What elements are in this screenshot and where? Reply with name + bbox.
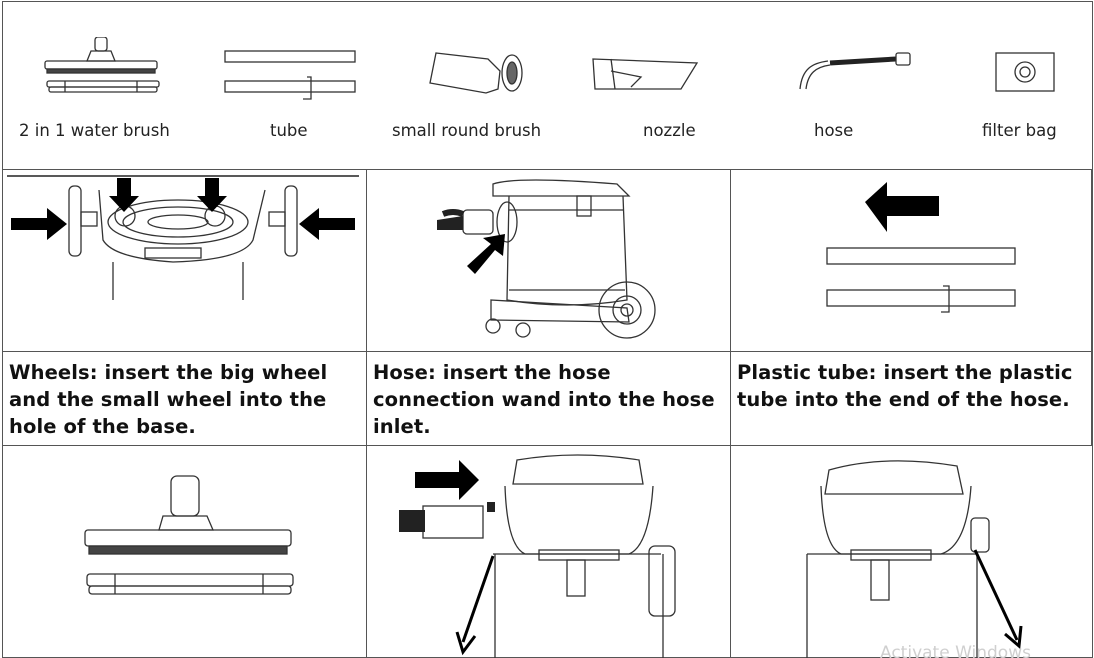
tube-icon [224, 50, 356, 100]
caption-cell-wheels: Wheels: insert the big wheel and the sma… [3, 352, 367, 446]
accessory-filter-bag: filter bag [968, 2, 1088, 170]
accessory-hose: hose [778, 2, 928, 170]
accessory-nozzle: nozzle [581, 2, 721, 170]
accessory-water-brush: 2 in 1 water brush [15, 2, 195, 170]
tube-diagram [826, 182, 1016, 313]
windows-watermark: Activate Windows [880, 643, 1031, 658]
step-image-tube-end [731, 446, 1092, 658]
accessory-label: 2 in 1 water brush [19, 121, 170, 140]
water-brush-icon [44, 37, 160, 93]
step-image-wheels [3, 170, 367, 352]
step-caption: Wheels: insert the big wheel and the sma… [9, 361, 328, 438]
step-caption: Plastic tube: insert the plastic tube in… [737, 361, 1073, 411]
hose-icon [799, 52, 911, 90]
round-brush-icon [429, 52, 523, 94]
tube-end-diagram [806, 460, 1023, 658]
step-image-tube [731, 170, 1092, 352]
accessory-label: filter bag [982, 121, 1057, 140]
accessory-label: hose [814, 121, 854, 140]
step-image-hose [367, 170, 731, 352]
accessory-tube: tube [213, 2, 363, 170]
accessory-label: small round brush [392, 121, 542, 140]
step-caption: Hose: insert the hose connection wand in… [373, 361, 715, 438]
nozzle-icon [592, 58, 699, 90]
accessory-label: tube [270, 121, 308, 140]
step-image-hose-wand [367, 446, 731, 658]
accessories-row: 2 in 1 water brush tube small round [3, 2, 1092, 170]
accessory-round-brush: small round brush [388, 2, 558, 170]
caption-cell-hose: Hose: insert the hose connection wand in… [367, 352, 731, 446]
filter-bag-icon [995, 52, 1055, 92]
step-image-brush [3, 446, 367, 658]
wheels-diagram [7, 175, 359, 300]
caption-cell-tube: Plastic tube: insert the plastic tube in… [731, 352, 1092, 446]
hose-wand-diagram [399, 454, 676, 658]
hose-inlet-diagram [437, 179, 656, 339]
accessory-label: nozzle [643, 121, 696, 140]
water-brush-diagram [84, 475, 294, 595]
